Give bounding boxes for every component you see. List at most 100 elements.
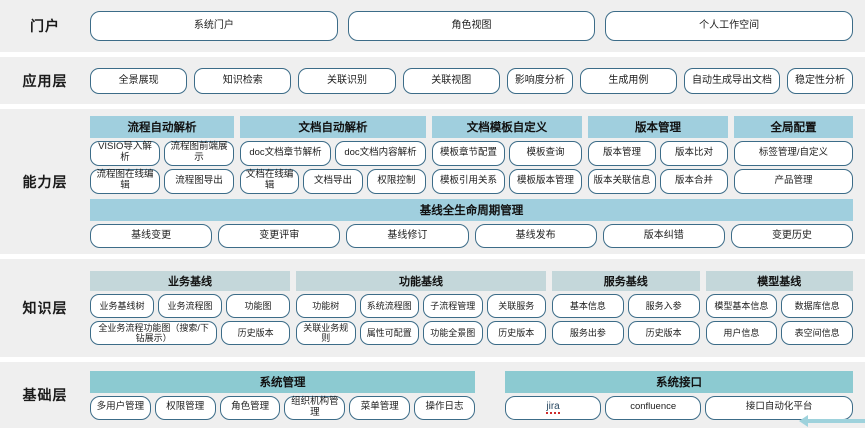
knowledge-item-2-0-1[interactable]: 服务入参: [627, 294, 700, 318]
knowledge-item-2-1-0[interactable]: 服务出参: [552, 321, 624, 345]
lifecycle-item-5[interactable]: 变更历史: [730, 223, 854, 248]
capability-item-1-1-1[interactable]: 文档导出: [303, 168, 363, 194]
capability-row: 产品管理: [734, 168, 853, 194]
base-group-title-0: 系统管理: [90, 370, 475, 393]
knowledge-group-title-2: 服务基线: [552, 271, 700, 291]
flow-arrow-icon: [799, 415, 865, 427]
knowledge-item-1-0-1[interactable]: 系统流程图: [359, 294, 419, 318]
capability-item-0-1-1[interactable]: 流程图导出: [164, 168, 234, 194]
application-item-2[interactable]: 关联识别: [298, 67, 396, 94]
capability-group-title-1: 文档自动解析: [240, 115, 426, 138]
capability-item-2-0-0[interactable]: 模板章节配置: [432, 140, 505, 166]
knowledge-item-0-0-1[interactable]: 业务流程图: [158, 294, 222, 318]
base-item-0-3[interactable]: 组织机构管理: [284, 395, 346, 420]
layer-label-knowledge: 知识层: [22, 300, 68, 316]
knowledge-item-0-1-1[interactable]: 历史版本: [221, 321, 290, 345]
lifecycle-item-3[interactable]: 基线发布: [474, 223, 597, 248]
capability-item-4-1-0[interactable]: 产品管理: [734, 168, 853, 194]
knowledge-item-1-0-3[interactable]: 关联服务: [486, 294, 546, 318]
lifecycle-title: 基线全生命周期管理: [90, 198, 853, 221]
capability-row: 模板引用关系 模板版本管理: [432, 168, 582, 194]
layer-label-portal: 门户: [30, 18, 60, 34]
base-item-0-5[interactable]: 操作日志: [414, 395, 475, 420]
application-item-4[interactable]: 影响度分析: [506, 67, 573, 94]
capability-item-1-0-1[interactable]: doc文档内容解析: [335, 140, 426, 166]
base-item-0-4[interactable]: 菜单管理: [349, 395, 411, 420]
base-item-1-2[interactable]: 接口自动化平台: [705, 395, 853, 420]
knowledge-groups: 业务基线 业务基线树 业务流程图 功能图 全业务流程功能图（搜索/下钻展示） 历…: [90, 271, 853, 345]
base-group-system-management: 系统管理 多用户管理 权限管理 角色管理 组织机构管理 菜单管理 操作日志: [90, 370, 475, 420]
capability-group-global: 全局配置 标签管理/自定义 产品管理: [734, 115, 853, 194]
capability-item-3-0-1[interactable]: 版本比对: [660, 140, 728, 166]
portal-item-0[interactable]: 系统门户: [90, 11, 338, 41]
base-item-0-2[interactable]: 角色管理: [219, 395, 281, 420]
jira-label: jira: [546, 401, 560, 415]
base-item-1-0[interactable]: jira: [505, 395, 602, 420]
base-item-0-0[interactable]: 多用户管理: [90, 395, 151, 420]
capability-row: 版本管理 版本比对: [588, 140, 728, 166]
knowledge-item-1-0-0[interactable]: 功能树: [296, 294, 356, 318]
capability-row: VISIO导入解析 流程图前端展示: [90, 140, 234, 166]
capability-item-1-1-0[interactable]: 文档在线编辑: [240, 168, 300, 194]
knowledge-item-3-0-1[interactable]: 数据库信息: [781, 294, 853, 318]
capability-item-4-0-0[interactable]: 标签管理/自定义: [734, 140, 853, 166]
knowledge-item-3-1-0[interactable]: 用户信息: [705, 321, 778, 345]
application-item-0[interactable]: 全景展现: [90, 67, 188, 94]
application-item-1[interactable]: 知识检索: [194, 67, 292, 94]
capability-item-0-0-0[interactable]: VISIO导入解析: [90, 140, 160, 166]
knowledge-item-1-1-0[interactable]: 关联业务规则: [296, 321, 356, 345]
knowledge-item-3-0-0[interactable]: 模型基本信息: [705, 294, 778, 318]
knowledge-row: 功能树 系统流程图 子流程管理 关联服务: [296, 294, 546, 318]
knowledge-item-0-1-0[interactable]: 全业务流程功能图（搜索/下钻展示）: [90, 321, 218, 345]
capability-group-title-4: 全局配置: [734, 115, 853, 138]
capability-item-1-1-2[interactable]: 权限控制: [366, 168, 426, 194]
lifecycle-item-2[interactable]: 基线修订: [346, 223, 469, 248]
knowledge-item-1-1-3[interactable]: 历史版本: [486, 321, 546, 345]
lifecycle-item-1[interactable]: 变更评审: [218, 223, 341, 248]
capability-group-title-2: 文档模板自定义: [432, 115, 582, 138]
base-item-1-1[interactable]: confluence: [605, 395, 702, 420]
knowledge-item-1-1-1[interactable]: 属性可配置: [359, 321, 419, 345]
knowledge-row: 模型基本信息 数据库信息: [705, 294, 853, 318]
capability-item-3-1-1[interactable]: 版本合并: [660, 168, 728, 194]
base-item-0-1[interactable]: 权限管理: [154, 395, 216, 420]
capability-row: 版本关联信息 版本合并: [588, 168, 728, 194]
knowledge-item-2-0-0[interactable]: 基本信息: [552, 294, 624, 318]
layer-knowledge: 知识层 业务基线 业务基线树 业务流程图 功能图 全业务流程功能图（搜索/下钻展…: [0, 259, 865, 357]
capability-lifecycle: 基线全生命周期管理 基线变更 变更评审 基线修订 基线发布 版本纠错 变更历史: [90, 198, 854, 248]
capability-item-3-1-0[interactable]: 版本关联信息: [588, 168, 656, 194]
knowledge-item-1-1-2[interactable]: 功能全景图: [423, 321, 483, 345]
application-item-3[interactable]: 关联视图: [402, 67, 500, 94]
knowledge-row: 用户信息 表空间信息: [705, 321, 853, 345]
capability-item-2-1-1[interactable]: 模板版本管理: [509, 168, 582, 194]
lifecycle-item-4[interactable]: 版本纠错: [602, 223, 725, 248]
capability-item-3-0-0[interactable]: 版本管理: [588, 140, 656, 166]
knowledge-group-model: 模型基线 模型基本信息 数据库信息 用户信息 表空间信息: [705, 271, 853, 345]
application-item-7[interactable]: 稳定性分析: [787, 67, 854, 94]
knowledge-item-3-1-1[interactable]: 表空间信息: [781, 321, 853, 345]
capability-item-0-0-1[interactable]: 流程图前端展示: [164, 140, 234, 166]
layer-base: 基础层 系统管理 多用户管理 权限管理 角色管理 组织机构管理 菜单管理 操作日…: [0, 362, 865, 428]
capability-item-0-1-0[interactable]: 流程图在线编辑: [90, 168, 160, 194]
knowledge-row: 全业务流程功能图（搜索/下钻展示） 历史版本: [90, 321, 290, 345]
knowledge-row: 业务基线树 业务流程图 功能图: [90, 294, 290, 318]
application-item-6[interactable]: 自动生成导出文档: [684, 67, 781, 94]
knowledge-item-1-0-2[interactable]: 子流程管理: [423, 294, 483, 318]
knowledge-group-function: 功能基线 功能树 系统流程图 子流程管理 关联服务 关联业务规则 属性可配置 功…: [296, 271, 546, 345]
knowledge-group-title-1: 功能基线: [296, 271, 546, 291]
knowledge-item-0-0-2[interactable]: 功能图: [226, 294, 290, 318]
knowledge-item-2-1-1[interactable]: 历史版本: [627, 321, 700, 345]
application-item-5[interactable]: 生成用例: [579, 67, 678, 94]
portal-item-1[interactable]: 角色视图: [347, 11, 596, 41]
base-groups: 系统管理 多用户管理 权限管理 角色管理 组织机构管理 菜单管理 操作日志 系统…: [90, 370, 853, 420]
capability-item-1-0-0[interactable]: doc文档章节解析: [240, 140, 331, 166]
capability-item-2-1-0[interactable]: 模板引用关系: [432, 168, 505, 194]
capability-row: 模板章节配置 模板查询: [432, 140, 582, 166]
knowledge-item-0-0-0[interactable]: 业务基线树: [90, 294, 154, 318]
capability-row: 流程图在线编辑 流程图导出: [90, 168, 234, 194]
lifecycle-item-0[interactable]: 基线变更: [90, 223, 213, 248]
capability-item-2-0-1[interactable]: 模板查询: [509, 140, 582, 166]
base-row: jira confluence 接口自动化平台: [505, 395, 853, 420]
portal-item-2[interactable]: 个人工作空间: [605, 11, 854, 41]
